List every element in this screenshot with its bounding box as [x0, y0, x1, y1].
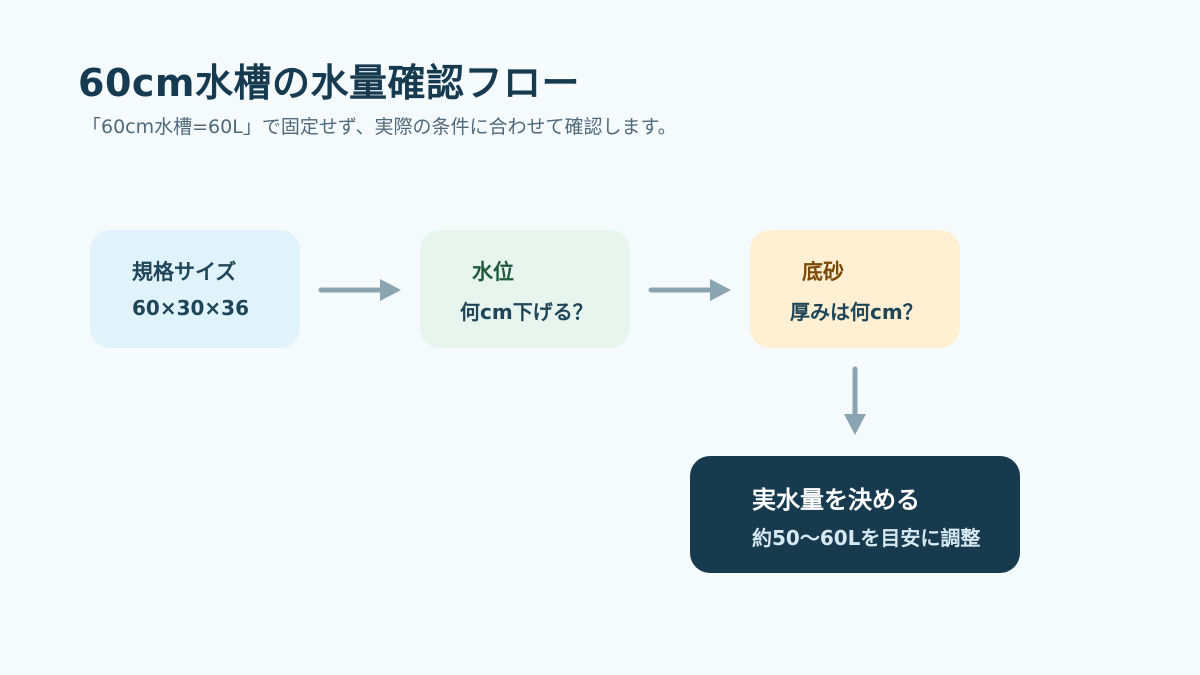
step-box-substrate: 底砂 厚みは何cm？	[750, 230, 960, 348]
step-detail: 60×30×36	[132, 296, 250, 320]
result-label: 実水量を決める	[752, 486, 920, 514]
arrow-down-icon	[844, 366, 866, 435]
result-detail: 約50〜60Lを目安に調整	[752, 526, 981, 550]
step-label: 水位	[472, 260, 514, 284]
page-subtitle: 「60cm水槽=60L」で固定せず、実際の条件に合わせて確認します。	[82, 116, 677, 138]
arrow-right-icon	[648, 279, 731, 301]
step-detail: 厚みは何cm？	[790, 300, 923, 324]
step-label: 底砂	[802, 260, 844, 284]
arrow-right-icon	[318, 279, 401, 301]
step-box-size: 規格サイズ 60×30×36	[90, 230, 300, 348]
step-detail: 何cm下げる？	[460, 300, 593, 324]
step-label: 規格サイズ	[132, 260, 237, 284]
page-title: 60cm水槽の水量確認フロー	[78, 61, 581, 105]
result-box: 実水量を決める 約50〜60Lを目安に調整	[690, 456, 1020, 573]
step-box-water-level: 水位 何cm下げる？	[420, 230, 630, 348]
